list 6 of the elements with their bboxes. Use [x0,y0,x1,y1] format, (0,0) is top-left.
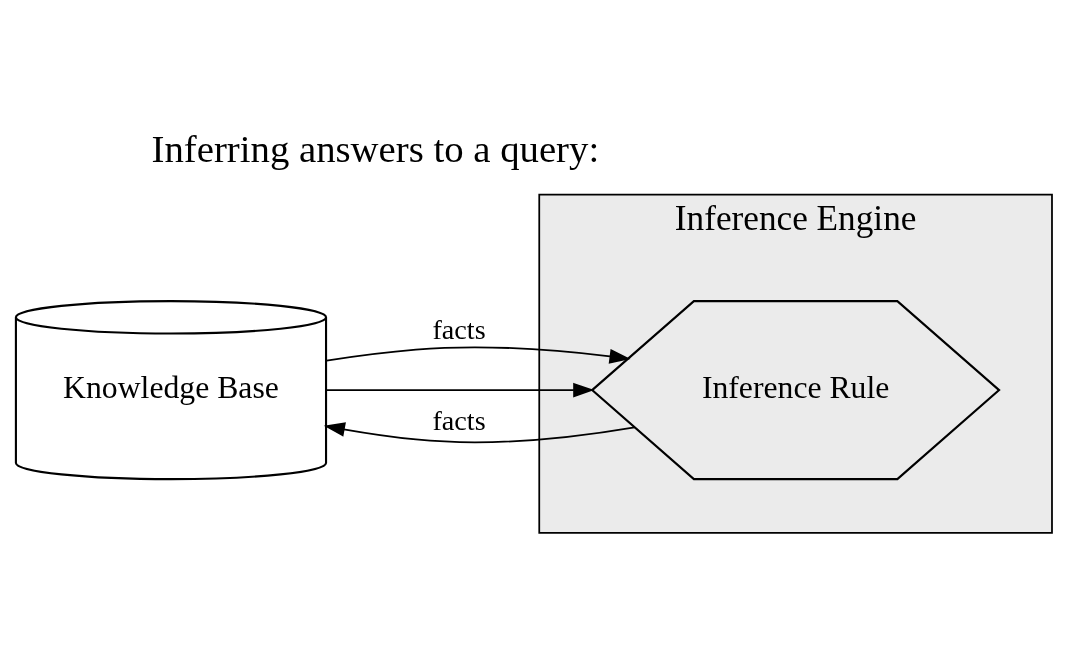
diagram-title: Inferring answers to a query: [151,126,600,170]
arrow [325,345,631,364]
arrow [325,382,595,398]
edge-label: facts [432,313,486,345]
edge-label: facts [432,404,486,436]
arrow [323,421,636,443]
